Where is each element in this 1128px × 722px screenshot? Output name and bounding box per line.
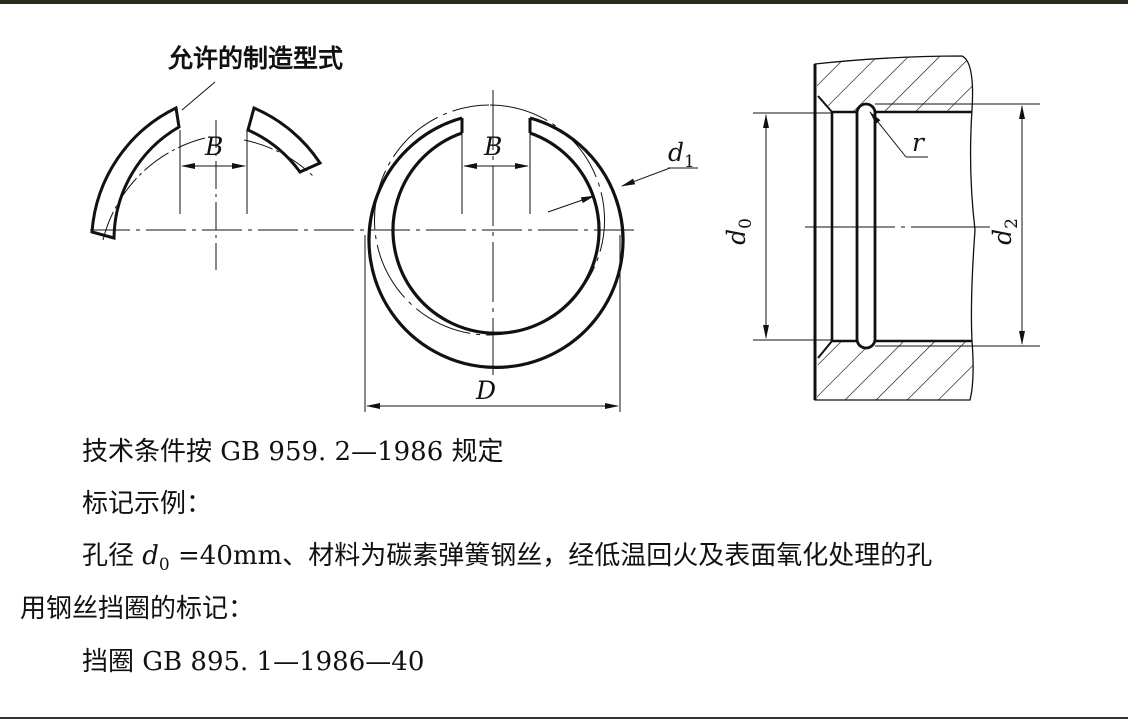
- dim-d2-var: d: [987, 228, 1017, 245]
- allowed-form-fragments: [90, 81, 323, 270]
- dim-d0-label: d0: [722, 218, 761, 245]
- example-description-cont: 用钢丝挡圈的标记：: [20, 594, 255, 624]
- dim-B-left-label: B: [205, 132, 224, 161]
- dim-d2-sub: 2: [1001, 218, 1022, 229]
- bore-section-view: [753, 55, 1040, 401]
- dim-d1-sub: 1: [684, 152, 695, 172]
- example-heading: 标记示例：: [82, 489, 213, 519]
- dim-r-label: r: [912, 128, 924, 157]
- desc-sub: 0: [158, 555, 170, 576]
- marking-example: 挡圈 GB 895. 1—1986—40: [82, 647, 425, 677]
- dim-B-ring-label: B: [484, 132, 503, 161]
- top-border: [0, 0, 1128, 4]
- ring-view: [364, 90, 698, 412]
- dim-d2-label: d2: [988, 218, 1027, 245]
- spec-line: 技术条件按 GB 959. 2—1986 规定: [82, 437, 504, 467]
- desc-prefix: 孔径: [82, 541, 143, 571]
- dim-d0-sub: 0: [735, 218, 756, 229]
- allowed-form-label: 允许的制造型式: [168, 44, 344, 73]
- desc-var: d: [142, 541, 159, 571]
- example-description: 孔径 d0 =40mm、材料为碳素弹簧钢丝，经低温回火及表面氧化处理的孔: [82, 541, 932, 580]
- dim-d0-var: d: [721, 228, 751, 245]
- desc-suffix: =40mm、材料为碳素弹簧钢丝，经低温回火及表面氧化处理的孔: [169, 541, 933, 571]
- dim-d1-var: d: [668, 138, 685, 167]
- bottom-border: [0, 717, 1128, 719]
- dim-D-label: D: [476, 376, 497, 405]
- dim-d1-label: d1: [668, 138, 695, 177]
